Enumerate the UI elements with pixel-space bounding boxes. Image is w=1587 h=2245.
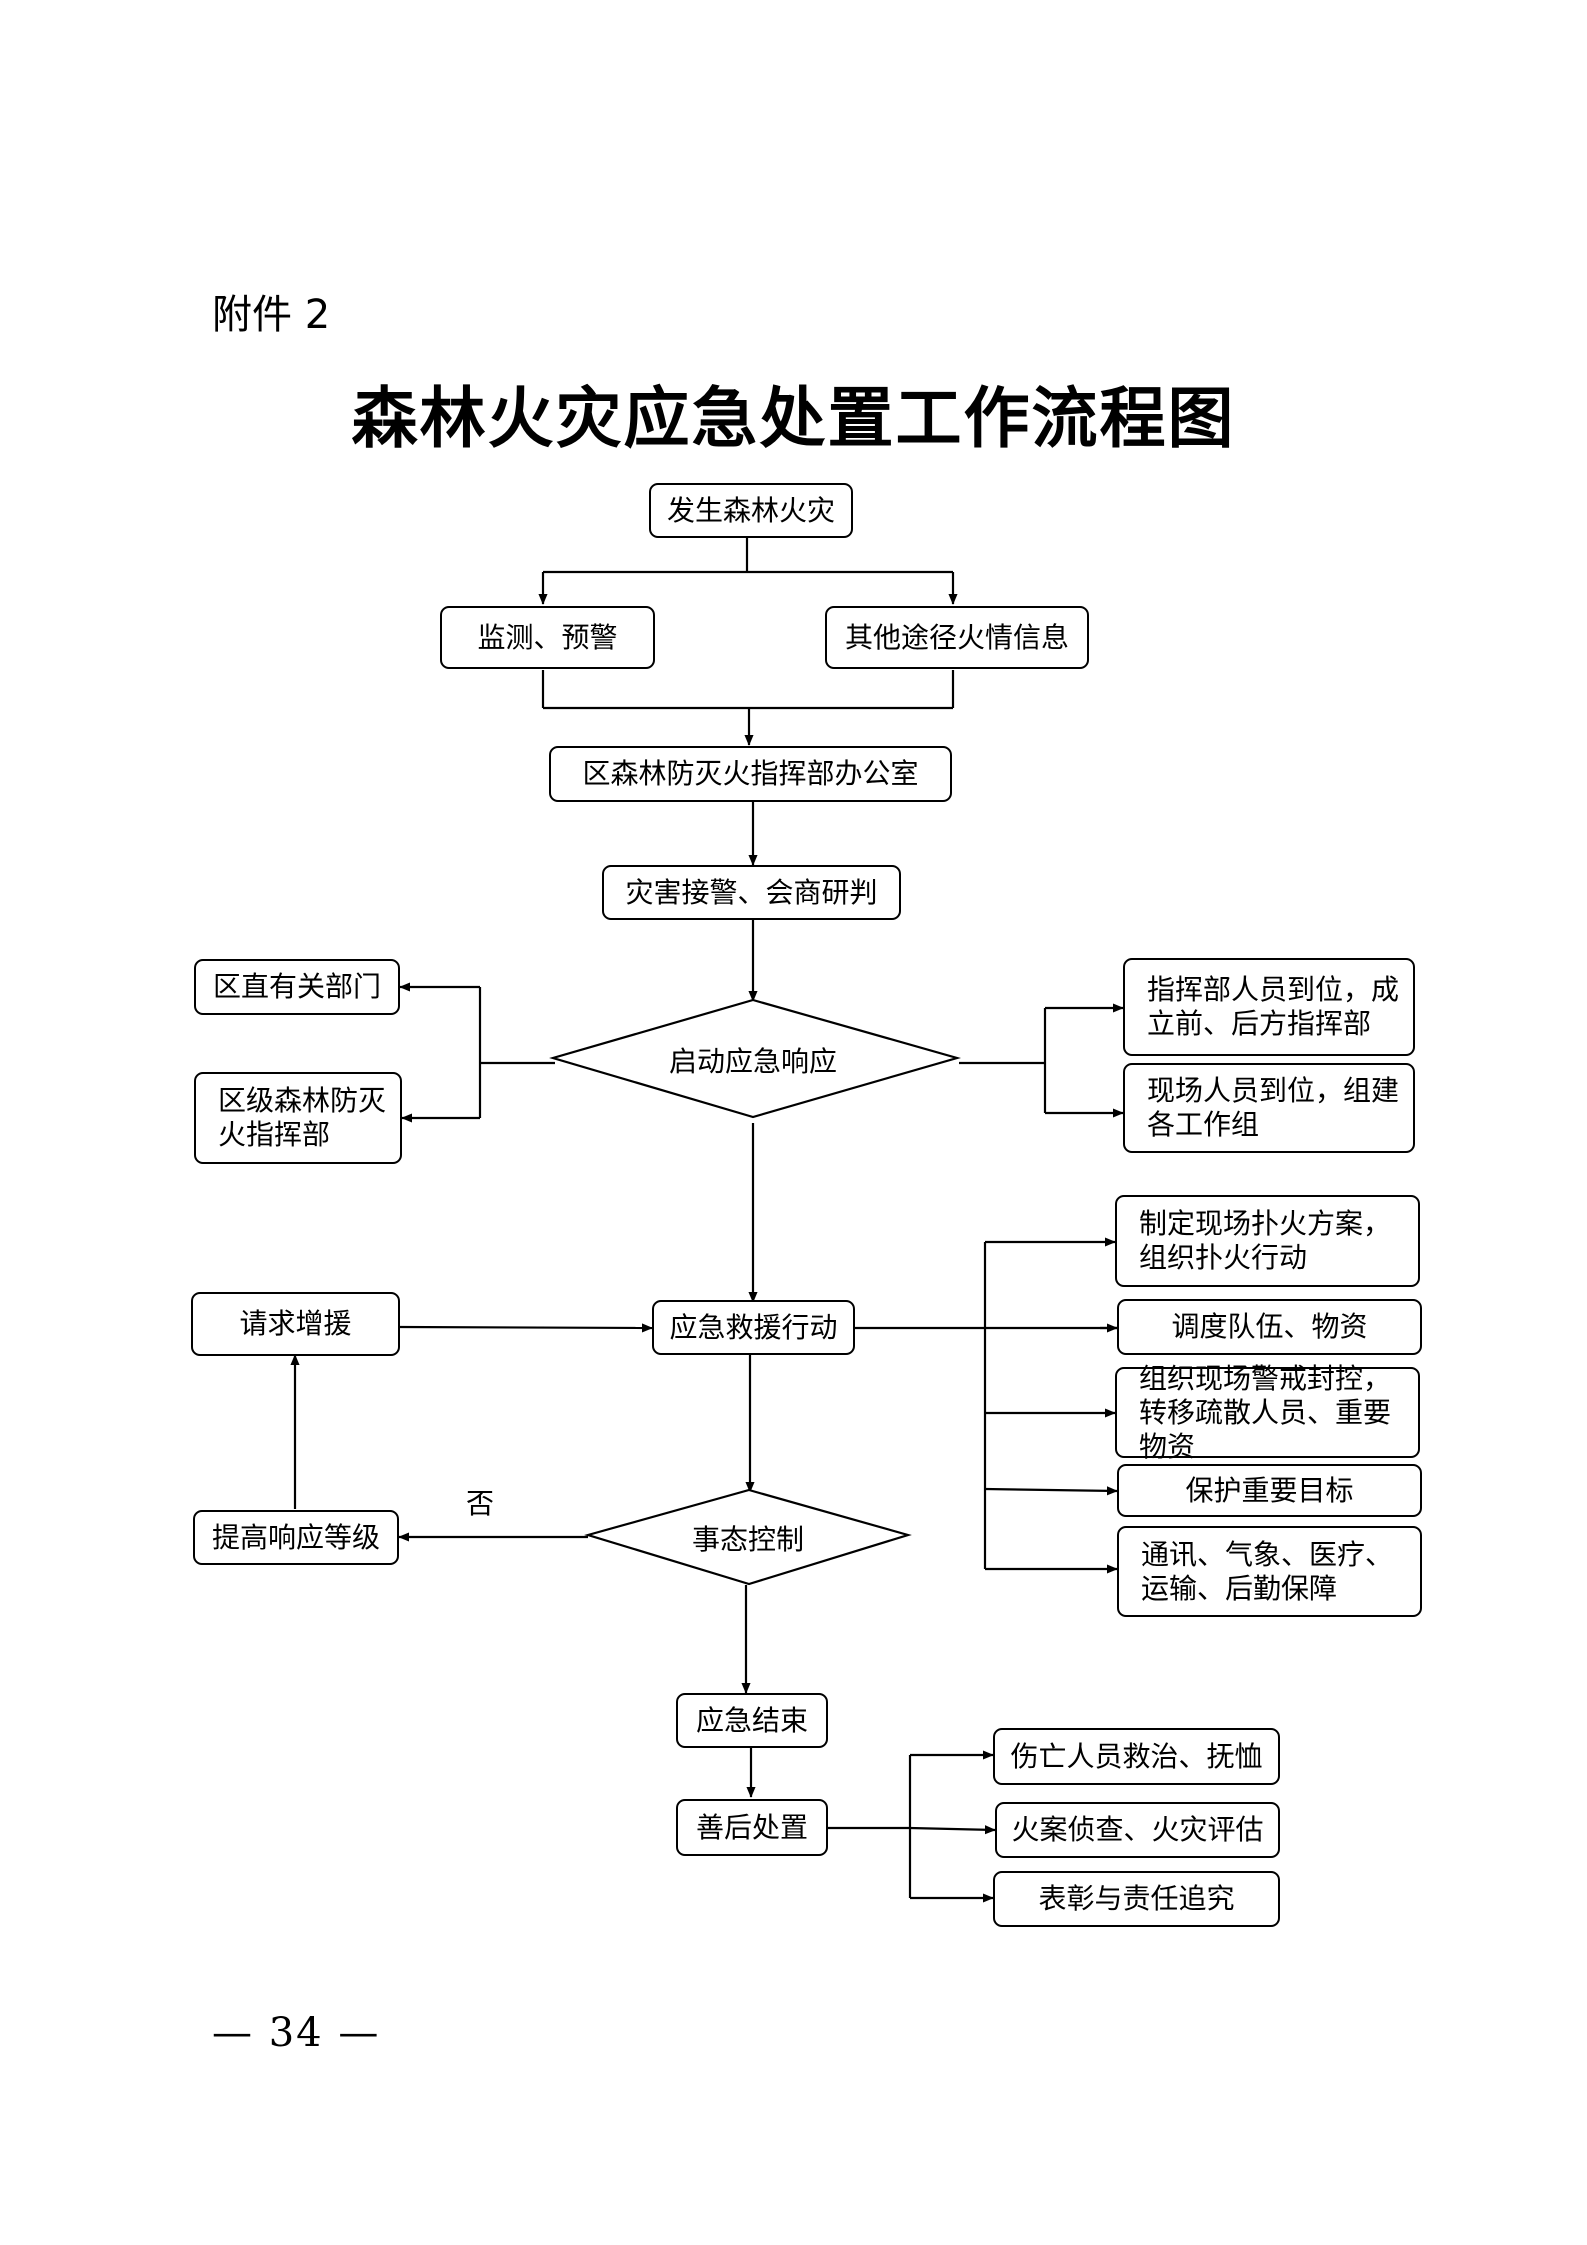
node-commend: 表彰与责任追究 <box>993 1871 1280 1927</box>
node-hq: 区级森林防灭火指挥部 <box>194 1072 402 1164</box>
attachment-label: 附件 2 <box>212 292 331 338</box>
node-dispatch: 调度队伍、物资 <box>1117 1299 1422 1355</box>
arrow-request-to-action <box>399 1323 653 1333</box>
node-rescue: 伤亡人员救治、抚恤 <box>993 1728 1280 1785</box>
edge-label-no: 否 <box>466 1487 495 1520</box>
node-plan: 制定现场扑火方案，组织扑火行动 <box>1115 1195 1420 1287</box>
label-situation-control: 事态控制 <box>691 1523 804 1556</box>
node-alarm: 灾害接警、会商研判 <box>602 865 901 920</box>
node-other: 其他途径火情信息 <box>825 606 1089 669</box>
node-dept: 区直有关部门 <box>194 959 400 1015</box>
arrow-to-investigate <box>909 1825 996 1835</box>
page-title: 森林火灾应急处置工作流程图 <box>351 379 1236 457</box>
node-monitor: 监测、预警 <box>440 606 655 669</box>
node-cmd: 指挥部人员到位，成立前、后方指挥部 <box>1123 958 1415 1056</box>
arrow-to-protect <box>984 1486 1118 1496</box>
node-end: 应急结束 <box>676 1693 828 1748</box>
decision-situation-control <box>584 1488 912 1586</box>
node-site: 现场人员到位，组建各工作组 <box>1123 1063 1415 1153</box>
node-after: 善后处置 <box>676 1799 828 1856</box>
node-investigate: 火案侦查、火灾评估 <box>995 1802 1280 1858</box>
node-protect: 保护重要目标 <box>1117 1464 1422 1517</box>
page-number: — 34 — <box>212 2010 381 2056</box>
decision-start-response <box>549 998 961 1119</box>
node-support: 通讯、气象、医疗、运输、后勤保障 <box>1117 1526 1422 1617</box>
node-office: 区森林防灭火指挥部办公室 <box>549 746 952 802</box>
node-raise: 提高响应等级 <box>193 1510 399 1565</box>
node-fire: 发生森林火灾 <box>649 483 853 538</box>
node-action: 应急救援行动 <box>652 1300 855 1355</box>
node-cordon: 组织现场警戒封控，转移疏散人员、重要物资 <box>1115 1362 1420 1463</box>
node-request: 请求增援 <box>191 1292 400 1356</box>
label-start-response: 启动应急响应 <box>668 1045 837 1078</box>
